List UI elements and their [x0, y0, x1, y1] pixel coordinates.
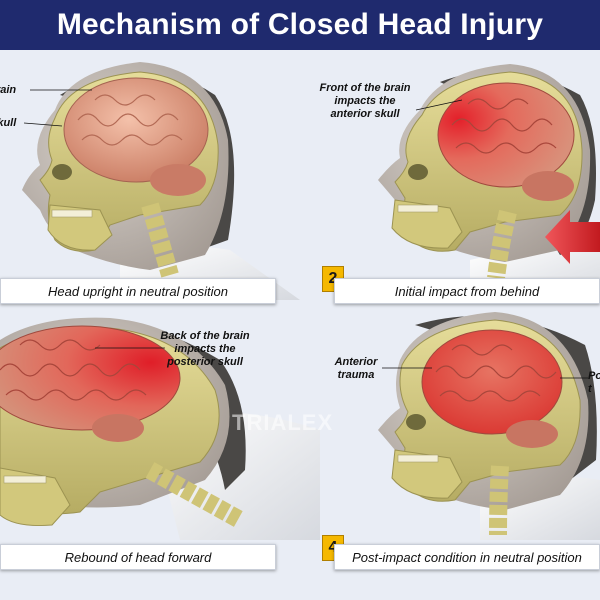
panel-4-eye-socket — [406, 414, 426, 430]
panel-4-brain — [421, 329, 563, 435]
label-skull: Skull — [0, 117, 17, 129]
label-anterior-trauma: Anterior trauma — [334, 356, 378, 381]
panel-2-initial-impact — [378, 64, 600, 300]
panel-3-teeth — [3, 475, 47, 484]
panel-4-teeth — [397, 454, 439, 463]
illustration-canvas — [0, 62, 600, 540]
panel-3-rebound-forward — [0, 317, 320, 540]
panel-3-spine — [145, 462, 245, 528]
panel-1-spine — [141, 202, 179, 278]
panel-4-brain-gyri — [435, 344, 557, 402]
panel-4-spine — [489, 465, 509, 536]
caption-rebound-forward: Rebound of head forward — [0, 544, 276, 570]
caption-post-impact: Post-impact condition in neutral positio… — [334, 544, 600, 570]
panel-1-brain — [63, 77, 209, 183]
page-title: Mechanism of Closed Head Injury — [0, 0, 600, 50]
caption-head-upright: Head upright in neutral position — [0, 278, 276, 304]
panel-1-teeth — [51, 209, 93, 218]
panel-1-cerebellum — [150, 164, 206, 196]
panel-1-eye-socket — [52, 164, 72, 180]
label-posterior-trauma-cropped: Po t — [588, 370, 600, 395]
panel-1-head-upright — [22, 62, 300, 300]
panel-2-front-pointer — [415, 99, 463, 111]
panel-3-brain-gyri — [0, 339, 147, 401]
panel-4-cerebellum — [506, 420, 558, 448]
label-back-of-brain: Back of the brain impacts the posterior … — [160, 330, 250, 368]
panel-2-brain-gyri — [451, 98, 557, 154]
panel-3-brain — [0, 325, 181, 431]
panel-3-cerebellum — [92, 414, 144, 442]
panel-2-teeth — [397, 204, 439, 213]
caption-initial-impact: Initial impact from behind — [334, 278, 600, 304]
label-brain: Brain — [0, 84, 17, 96]
panel-1-skull-pointer — [23, 122, 63, 127]
panel-2-eye-socket — [408, 164, 428, 180]
panel-4-post-impact — [378, 312, 600, 540]
panel-2-spine — [487, 209, 517, 280]
label-front-of-brain: Front of the brain impacts the anterior … — [319, 82, 411, 120]
panel-2-brain — [437, 82, 575, 188]
panel-2-cerebellum — [522, 171, 574, 201]
panel-2-impact-arrow-icon — [545, 210, 600, 264]
panel-1-brain-gyri — [77, 94, 183, 146]
watermark-logo: TRIALEX — [232, 410, 334, 435]
